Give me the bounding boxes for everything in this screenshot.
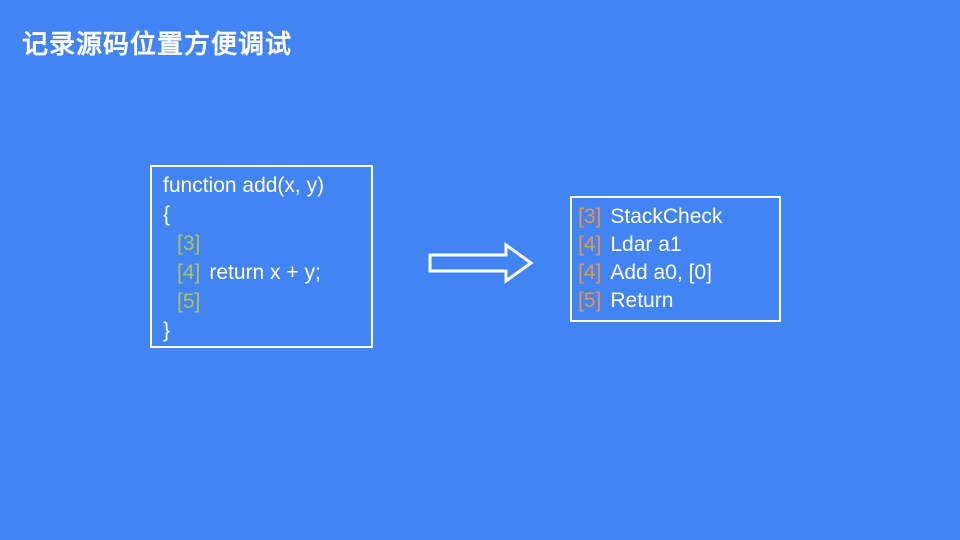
line-text: function add(x, y) [163,174,325,197]
bytecode-box: [3]StackCheck [4]Ldar a1 [4]Add a0, [0] … [570,196,781,322]
source-line: function add(x, y) [163,171,363,200]
line-marker: [5] [578,289,602,312]
right-block-arrow-icon [428,242,534,284]
slide-title: 记录源码位置方便调试 [22,29,293,59]
source-line: } [163,316,363,345]
line-text: Return [610,289,674,312]
source-line: [3] [163,229,363,258]
source-line: [5] [163,287,363,316]
line-marker: [5] [177,290,201,313]
line-text: { [163,203,171,226]
line-text: Add a0, [0] [610,261,712,284]
line-marker: [3] [578,205,602,228]
source-code-box: function add(x, y) { [3] [4] return x + y… [150,165,373,348]
bytecode-line: [5] Return [578,287,773,315]
source-line: { [163,200,363,229]
bytecode-line: [3] StackCheck [578,203,773,231]
line-marker: [3] [177,232,201,255]
line-text: Ldar a1 [610,233,682,256]
line-text: return x + y; [209,261,321,284]
line-text: } [163,319,171,342]
line-marker: [4] [578,233,602,256]
line-marker: [4] [578,261,602,284]
bytecode-line: [4] Add a0, [0] [578,259,773,287]
line-text: StackCheck [610,205,723,228]
source-line: [4] return x + y; [163,258,363,287]
bytecode-line: [4] Ldar a1 [578,231,773,259]
line-marker: [4] [177,261,201,284]
